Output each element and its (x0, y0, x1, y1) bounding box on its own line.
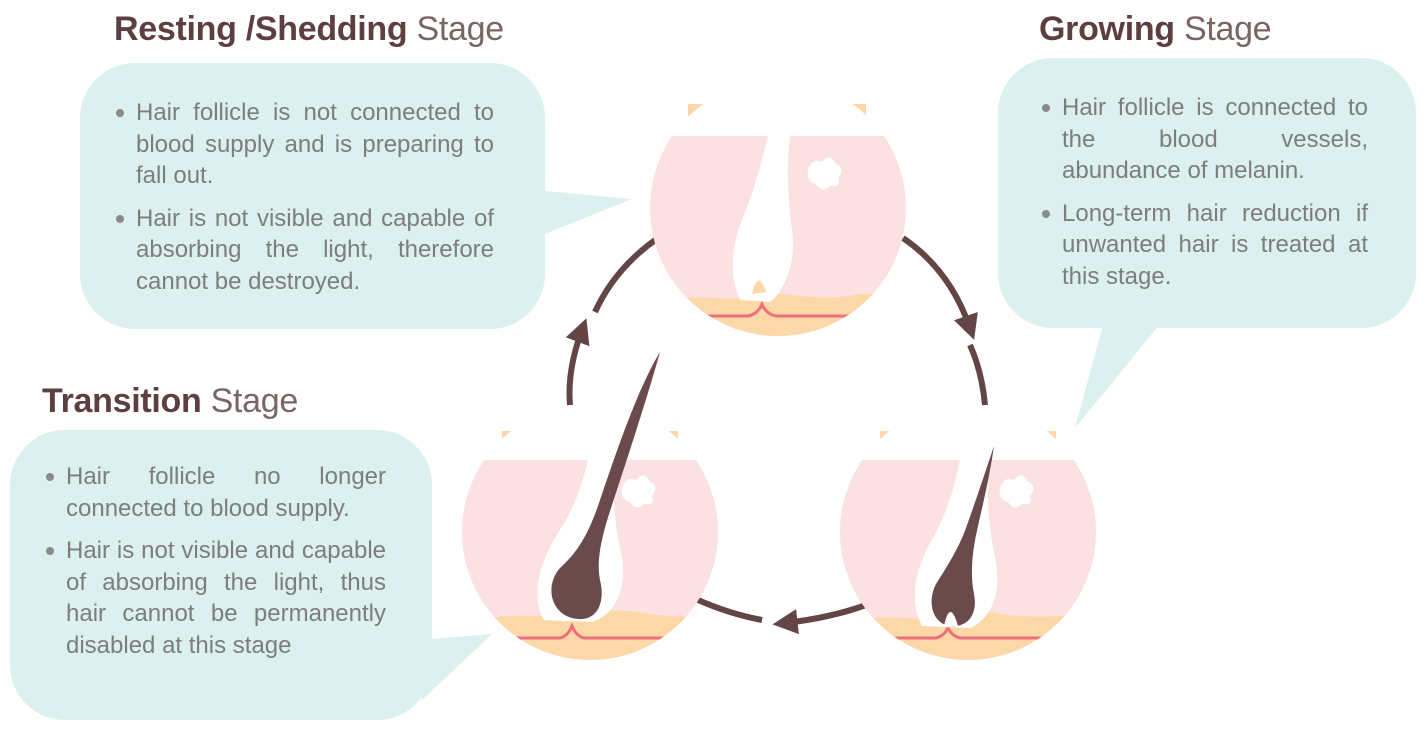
growing-hair-shaft (931, 446, 994, 627)
growing-stage-bubble (998, 58, 1416, 428)
list-item: Hair is not visible and capable of absor… (114, 203, 494, 298)
list-item: Hair follicle is not connected to blood … (114, 97, 494, 192)
transition-hair-shaft (551, 352, 660, 620)
transition-stage-title-light: Stage (210, 382, 299, 420)
arrow-growing-to-transition (772, 602, 868, 635)
dermal-papilla (944, 612, 958, 626)
list-item: Hair is not visible and capable of absor… (44, 535, 386, 661)
resting-stage-title-bold: Resting /Shedding (114, 10, 408, 48)
resting-stage-bubble (80, 63, 632, 329)
transition-stage-title-bold: Transition (42, 382, 202, 420)
sebaceous-gland-icon (807, 157, 842, 190)
list-item: Long-term hair reduction if unwanted hai… (1040, 198, 1368, 293)
transition-follicle-illustration (462, 352, 718, 660)
arrow-dash-left (592, 235, 660, 314)
transition-stage-bullets: Hair follicle no longer connected to blo… (44, 461, 386, 672)
sebaceous-gland-icon (999, 475, 1034, 508)
arrow-dash-bottom (696, 597, 763, 623)
growing-stage-bullets: Hair follicle is connected to the blood … (1040, 92, 1368, 303)
growing-stage-title-light: Stage (1183, 10, 1272, 48)
arrow-dash-right (967, 343, 988, 406)
growing-stage-title: Growing Stage (1039, 10, 1272, 48)
resting-stage-title-light: Stage (416, 10, 505, 48)
arrow-resting-to-growing (901, 235, 978, 340)
cycle-arrows (565, 235, 988, 635)
sebaceous-gland-icon (621, 475, 656, 508)
list-item: Hair follicle no longer connected to blo… (44, 461, 386, 524)
resting-follicle-illustration (650, 80, 906, 336)
transition-stage-title: Transition Stage (42, 384, 298, 418)
resting-stage-title: Resting /Shedding Stage (114, 12, 504, 46)
transition-stage-bubble (10, 430, 492, 720)
arrow-transition-to-resting (565, 318, 590, 406)
growing-stage-title-bold: Growing (1039, 10, 1175, 48)
list-item: Hair follicle is connected to the blood … (1040, 92, 1368, 187)
resting-stage-bullets: Hair follicle is not connected to blood … (114, 97, 494, 308)
growing-follicle-illustration (840, 410, 1096, 660)
